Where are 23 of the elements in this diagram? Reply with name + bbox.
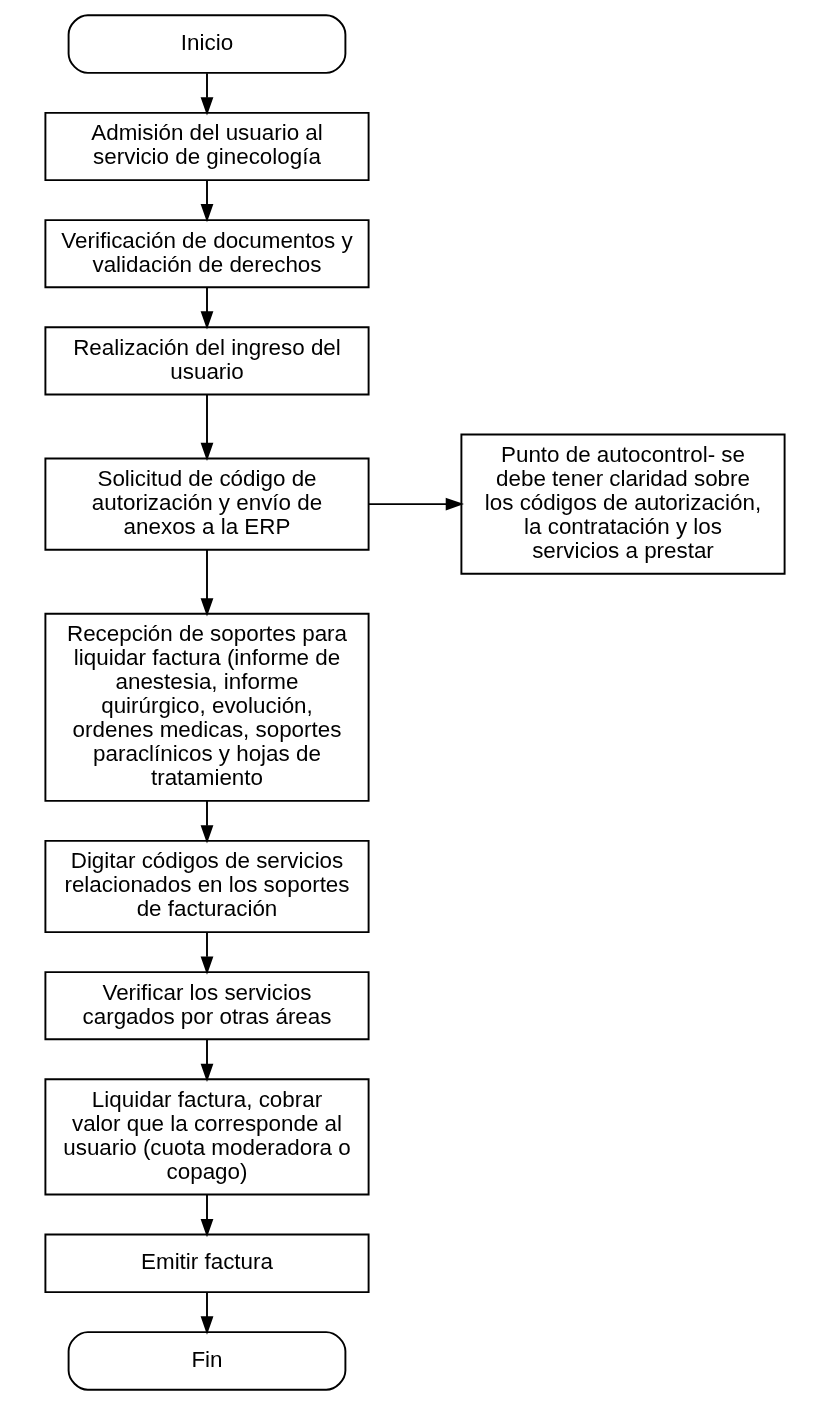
arrow [200, 1194, 213, 1238]
node-box: Digitar códigos de servicios relacionados en los soportes de facturación [43, 839, 370, 934]
node-box: Verificación de documentos y validación de derechos [43, 219, 370, 289]
arrow [200, 72, 213, 116]
node-box: Emitir factura [43, 1233, 370, 1294]
arrow [200, 1291, 213, 1335]
node-box: Realización del ingreso del usuario [43, 326, 370, 396]
arrow [200, 394, 213, 461]
arrow [367, 497, 464, 511]
node-box: Fin [67, 1331, 346, 1391]
arrow [200, 286, 213, 330]
node-box: Solicitud de código de autorización y envío de anexos a la ERP [43, 457, 370, 551]
arrow [200, 179, 213, 223]
node-box: Inicio [67, 14, 346, 74]
node-box: Recepción de soportes para liquidar factura (informe de anestesia, informe quirúrgico, evolución, ordenes medicas, soportes paraclínicos y hojas de tratamiento [43, 612, 370, 802]
node-box: Punto de autocontrol- se debe tener claridad sobre los códigos de autorización, la contratación y los servicios a prestar [459, 433, 786, 575]
arrow [200, 1038, 213, 1082]
arrow [200, 800, 213, 844]
node-box: Admisión del usuario al servicio de ginecología [43, 111, 370, 182]
arrow [200, 931, 213, 975]
node-box: Liquidar factura, cobrar valor que la corresponde al usuario (cuota moderadora o copago) [43, 1078, 370, 1196]
arrow [200, 549, 213, 617]
node-box: Verificar los servicios cargados por otras áreas [43, 971, 370, 1041]
